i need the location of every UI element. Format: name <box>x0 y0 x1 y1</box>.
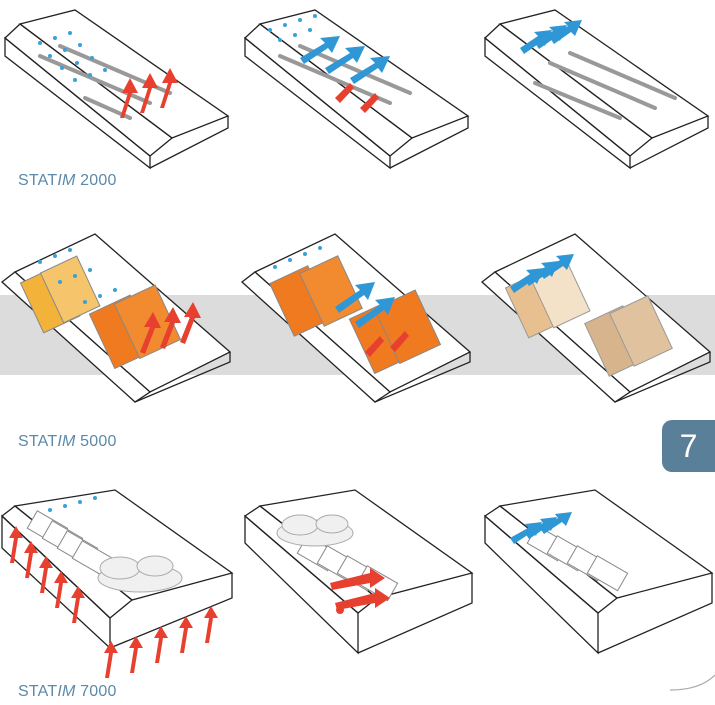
caption-statim-5000: STATIM 5000 <box>18 433 117 451</box>
tray-icon <box>0 232 235 407</box>
tray-icon <box>0 8 235 173</box>
page-number-tab: 7 <box>662 420 715 472</box>
page-corner-curve <box>670 670 715 700</box>
tray-icon <box>240 8 475 173</box>
caption-statim-7000: STATIM 7000 <box>18 683 117 701</box>
tray-icon <box>240 232 475 407</box>
caption-statim-2000: STATIM 2000 <box>18 172 117 190</box>
cloud-icon <box>98 556 182 592</box>
tray-icon <box>480 488 715 663</box>
tray-icon <box>240 488 475 663</box>
tray-icon <box>0 488 235 683</box>
tray-icon <box>480 8 715 173</box>
tray-icon <box>480 232 715 407</box>
